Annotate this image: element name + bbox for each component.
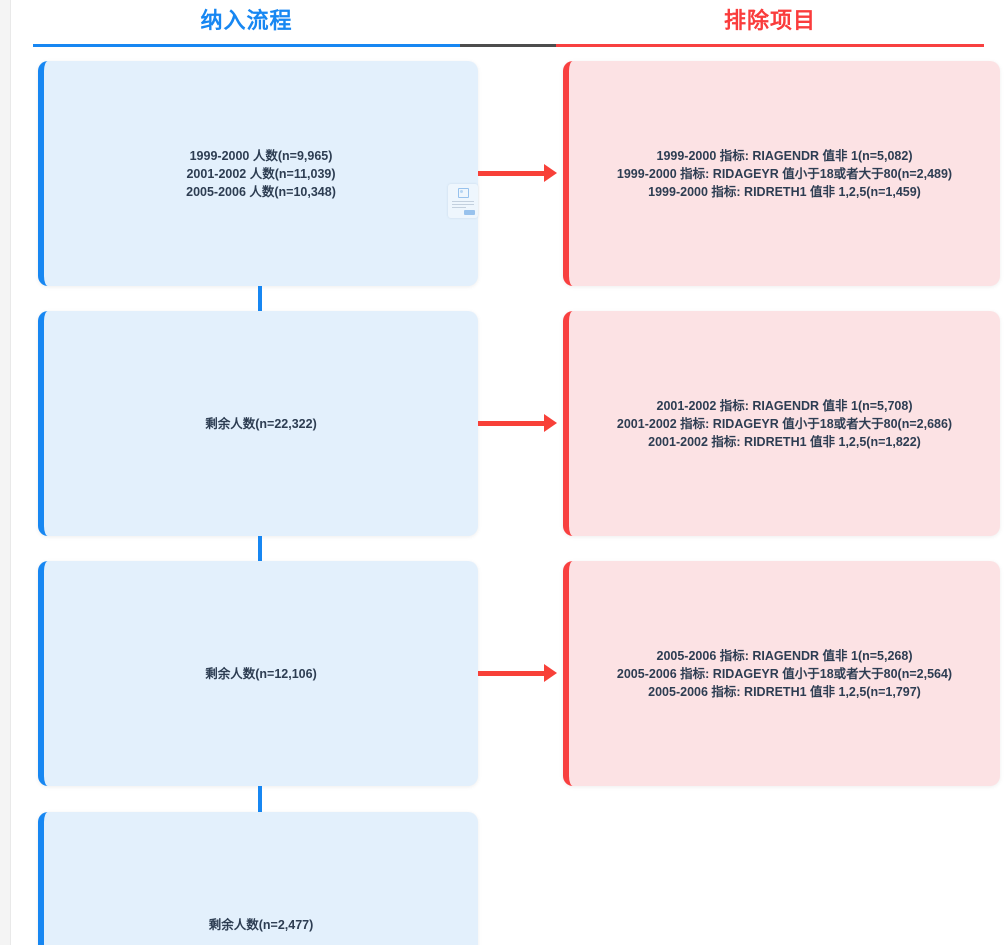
inclusion-box-text: 剩余人数(n=22,322) [44, 415, 478, 433]
arrow-shaft [478, 170, 545, 176]
inclusion-box-text: 剩余人数(n=2,477) [44, 916, 478, 934]
exclusion-box-2001-2002: 2001-2002 指标: RIAGENDR 值非 1(n=5,708) 200… [563, 311, 1000, 536]
exclusion-header-rule [556, 44, 984, 47]
box-line: 2005-2006 指标: RIDAGEYR 值小于18或者大于80(n=2,5… [616, 666, 953, 681]
box-line: 1999-2000 指标: RIDAGEYR 值小于18或者大于80(n=2,4… [616, 166, 953, 181]
exclusion-box-2005-2006: 2005-2006 指标: RIAGENDR 值非 1(n=5,268) 200… [563, 561, 1000, 786]
box-line: 剩余人数(n=2,477) [208, 917, 314, 932]
inclusion-box-text: 剩余人数(n=12,106) [44, 665, 478, 683]
inclusion-column-title: 纳入流程 [200, 8, 293, 33]
box-line: 1999-2000 指标: RIAGENDR 值非 1(n=5,082) [656, 148, 913, 163]
header-rule-divider [460, 44, 556, 47]
inclusion-header-rule [33, 44, 460, 47]
right-arrow-icon [478, 414, 558, 432]
arrow-shaft [478, 670, 545, 676]
box-line: 2001-2002 指标: RIDAGEYR 值小于18或者大于80(n=2,6… [616, 416, 953, 431]
exclusion-box-text: 2005-2006 指标: RIAGENDR 值非 1(n=5,268) 200… [569, 647, 1000, 701]
inclusion-box-cohorts: 1999-2000 人数(n=9,965) 2001-2002 人数(n=11,… [38, 61, 478, 286]
exclusion-box-text: 2001-2002 指标: RIAGENDR 值非 1(n=5,708) 200… [569, 397, 1000, 451]
flow-connector [258, 536, 262, 561]
arrow-head [544, 164, 557, 182]
exclusion-column-title: 排除项目 [723, 8, 816, 33]
box-line: 2005-2006 指标: RIDRETH1 值非 1,2,5(n=1,797) [648, 684, 921, 699]
watermark-button [464, 210, 475, 215]
right-arrow-icon [478, 164, 558, 182]
exclusion-box-text: 1999-2000 指标: RIAGENDR 值非 1(n=5,082) 199… [569, 147, 1000, 201]
arrow-head [544, 414, 557, 432]
box-line: 2001-2002 人数(n=11,039) [186, 166, 336, 181]
box-line: 剩余人数(n=12,106) [205, 666, 317, 681]
inclusion-box-remaining-2: 剩余人数(n=12,106) [38, 561, 478, 786]
box-line: 2005-2006 指标: RIAGENDR 值非 1(n=5,268) [656, 648, 913, 663]
box-line: 2005-2006 人数(n=10,348) [186, 184, 336, 199]
arrow-head [544, 664, 557, 682]
arrow-shaft [478, 420, 545, 426]
broken-image-dialog-icon [448, 184, 478, 218]
box-line: 2001-2002 指标: RIAGENDR 值非 1(n=5,708) [656, 398, 913, 413]
box-line: 剩余人数(n=22,322) [205, 416, 317, 431]
broken-image-icon [458, 188, 469, 198]
right-arrow-icon [478, 664, 558, 682]
exclusion-box-1999-2000: 1999-2000 指标: RIAGENDR 值非 1(n=5,082) 199… [563, 61, 1000, 286]
page-left-rail [0, 0, 11, 945]
inclusion-box-text: 1999-2000 人数(n=9,965) 2001-2002 人数(n=11,… [44, 147, 478, 201]
box-line: 1999-2000 指标: RIDRETH1 值非 1,2,5(n=1,459) [648, 184, 921, 199]
flow-connector [258, 286, 262, 311]
box-line: 2001-2002 指标: RIDRETH1 值非 1,2,5(n=1,822) [648, 434, 921, 449]
inclusion-box-remaining-final: 剩余人数(n=2,477) [38, 812, 478, 945]
flow-connector [258, 786, 262, 812]
box-line: 1999-2000 人数(n=9,965) [189, 148, 333, 163]
inclusion-box-remaining-1: 剩余人数(n=22,322) [38, 311, 478, 536]
